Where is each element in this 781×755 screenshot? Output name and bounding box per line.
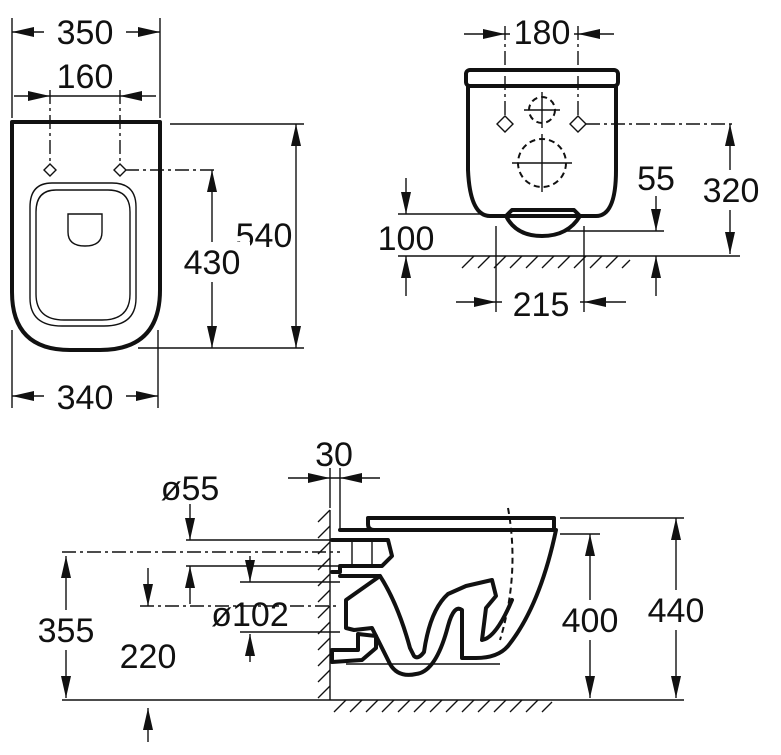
dim-rear-outlet-offset: 55 [637,160,675,198]
top-view-outline [10,120,162,352]
dim-side-inlet-height: 355 [38,612,95,650]
dim-rear-hole-height: 320 [703,172,760,210]
dim-top-hole-spacing: 160 [57,58,114,96]
top-view-seat-opening [29,182,137,327]
side-view: 30 ø55 355 ø102 220 [26,436,716,742]
side-view-floor-hatch [333,699,553,713]
top-view-mounting-hole-left [43,163,57,177]
dim-side-total-height: 440 [648,592,705,630]
dim-rear-outlet-height: 100 [378,220,435,258]
dim-rear-depth: 215 [513,286,570,324]
dim-rear-hole-spacing: 180 [514,14,571,52]
side-view-inlet [330,538,394,574]
dim-top-width-outer: 350 [57,14,114,52]
dim-side-inlet-diameter: ø55 [161,470,220,508]
top-view: 350 160 540 430 340 [10,14,304,417]
rear-view: 180 320 55 [378,14,770,324]
rear-view-mounting-hole-left [496,115,514,133]
rear-view-mounting-hole-right [569,115,587,133]
top-view-mounting-hole-right [113,163,127,177]
dim-top-width-bottom: 340 [57,379,114,417]
dim-side-bowl-height: 400 [562,602,619,640]
rear-view-seat [464,68,620,88]
rear-view-outlet [504,208,582,238]
dim-side-outlet-height: 220 [120,638,177,676]
dim-side-wall-gap: 30 [315,436,353,474]
side-view-bowl [338,528,558,677]
rear-view-floor-hatch [461,255,631,269]
rear-view-body [466,84,618,218]
dim-side-outlet-diameter: ø102 [211,596,289,634]
top-view-flush-opening [67,213,103,247]
dim-top-hole-to-front: 430 [184,244,241,282]
side-view-outlet [330,632,378,664]
side-view-wall-hatch [317,509,331,699]
